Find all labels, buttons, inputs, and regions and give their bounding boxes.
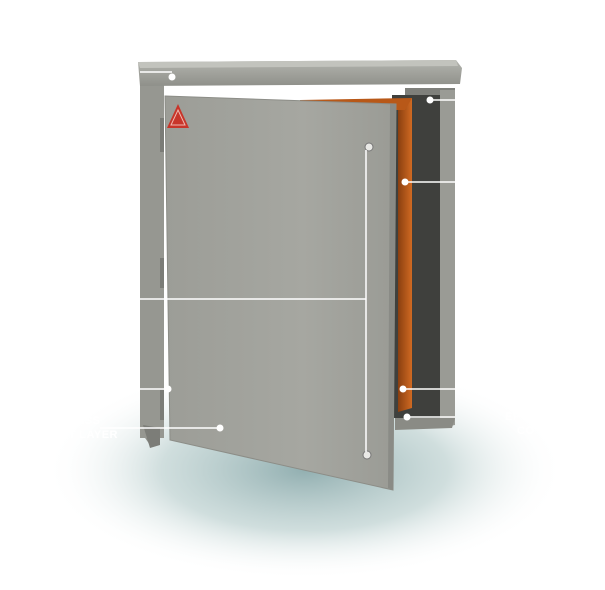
door-lock: [364, 142, 374, 152]
warning-triangle-icon: [167, 104, 189, 128]
cabinet-base: [143, 425, 160, 448]
callout-label: NT LAYER: [60, 429, 118, 441]
door-lock: [362, 450, 372, 460]
callout-label: CO: [517, 425, 535, 437]
callout-label: GLASS: [60, 415, 101, 427]
door-hinge: [160, 390, 164, 420]
callout-lines: [90, 71, 455, 452]
callout-dots: [164, 73, 434, 432]
door-hinge: [160, 118, 164, 152]
mounting-plate: [398, 98, 412, 412]
cabinet-door: [164, 95, 397, 491]
callout-label: EPO: [505, 411, 530, 423]
door-hinge: [160, 258, 164, 288]
